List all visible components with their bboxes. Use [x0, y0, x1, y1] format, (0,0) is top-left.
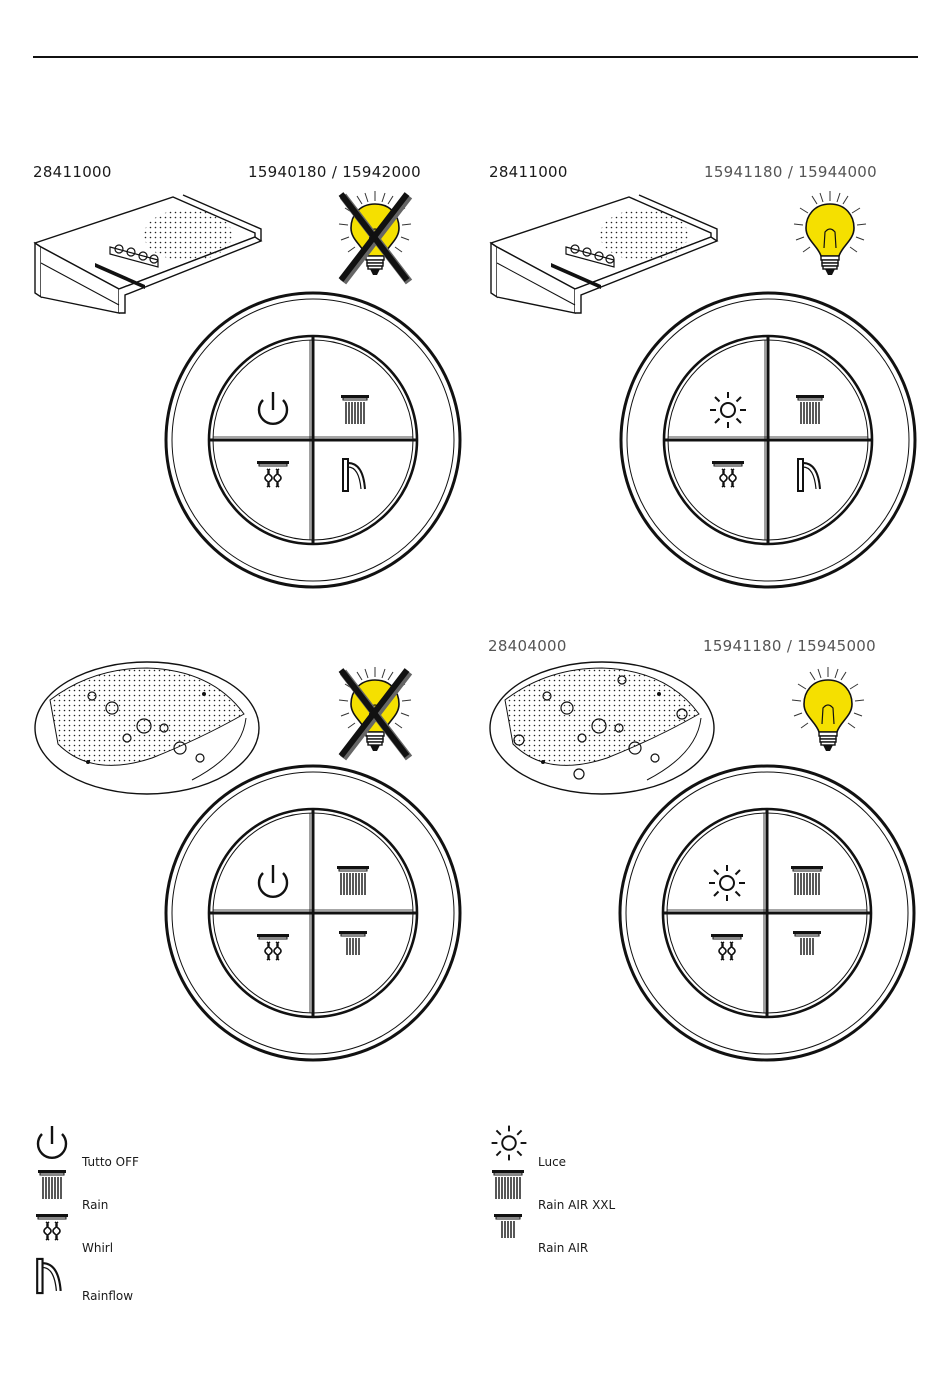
- legend-luce: Luce: [484, 1120, 566, 1168]
- light-crossed-top-left: [335, 188, 415, 288]
- legend-rainflow: Rainflow: [28, 1252, 133, 1302]
- button-rain-air[interactable]: [769, 915, 867, 1013]
- model-label-bottom-right: 28404000: [488, 637, 567, 655]
- button-rainflow[interactable]: [770, 442, 868, 540]
- button-light[interactable]: [668, 340, 766, 438]
- button-rain-air[interactable]: [315, 915, 413, 1013]
- button-whirl[interactable]: [668, 442, 766, 540]
- light-on-top-right: [790, 188, 870, 288]
- legend-rain: Rain: [28, 1165, 108, 1211]
- rain-icon: [28, 1165, 76, 1211]
- legend-whirl: Whirl: [28, 1210, 113, 1254]
- legend-rain-air: Rain AIR: [484, 1210, 588, 1254]
- legend-label: Rainflow: [82, 1290, 133, 1302]
- button-whirl[interactable]: [667, 915, 765, 1013]
- codes-label-bottom-right: 15941180 / 15945000: [703, 637, 876, 655]
- button-rain[interactable]: [315, 340, 413, 438]
- codes-label-top-right: 15941180 / 15944000: [704, 163, 877, 181]
- power-icon: [28, 1120, 76, 1168]
- button-power[interactable]: [213, 813, 311, 911]
- model-label-top-right: 28411000: [489, 163, 568, 181]
- button-rain[interactable]: [770, 340, 868, 438]
- button-whirl[interactable]: [213, 442, 311, 540]
- button-rain-air-xxl[interactable]: [315, 813, 413, 911]
- codes-label-top-left: 15940180 / 15942000: [248, 163, 421, 181]
- control-knob-bottom-left: [163, 763, 463, 1063]
- button-rain-air-xxl[interactable]: [769, 813, 867, 911]
- rain-air-xxl-icon: [484, 1165, 532, 1211]
- button-whirl[interactable]: [213, 915, 311, 1013]
- light-on-bottom-right: [788, 664, 868, 764]
- rain-air-icon: [484, 1210, 532, 1254]
- button-power[interactable]: [213, 340, 311, 438]
- control-knob-top-left: [163, 290, 463, 590]
- light-icon: [484, 1120, 532, 1168]
- legend-label: Rain AIR: [538, 1242, 588, 1254]
- rainflow-icon: [28, 1252, 76, 1302]
- control-knob-bottom-right: [617, 763, 917, 1063]
- light-crossed-bottom-left: [335, 664, 415, 764]
- button-light[interactable]: [667, 813, 765, 911]
- top-rule: [33, 56, 918, 58]
- legend-tutto-off: Tutto OFF: [28, 1120, 139, 1168]
- model-label-top-left: 28411000: [33, 163, 112, 181]
- legend-rain-air-xxl: Rain AIR XXL: [484, 1165, 615, 1211]
- button-rainflow[interactable]: [315, 442, 413, 540]
- control-knob-top-right: [618, 290, 918, 590]
- whirl-icon: [28, 1210, 76, 1254]
